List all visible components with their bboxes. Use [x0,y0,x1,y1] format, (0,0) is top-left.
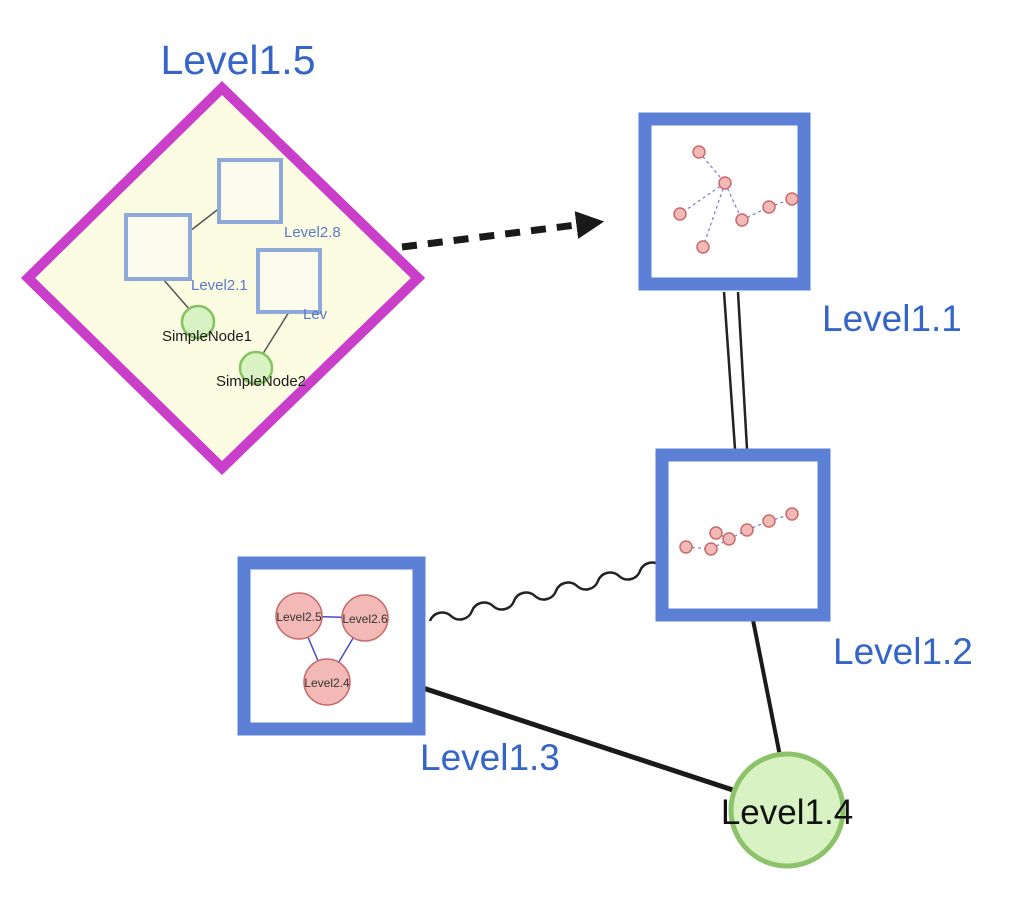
edge-level1-3-to-level1-2[interactable] [428,561,662,622]
node-level1-4-label: Level1.4 [721,793,853,832]
mini-node[interactable] [762,200,776,214]
triangle-edges [297,615,367,684]
node-level2-1[interactable] [124,213,192,281]
level1-5-subgraph: Level2.8 Level2.1 Lev SimpleNode1 Simple… [124,158,341,390]
node-level2-6[interactable] [341,594,389,642]
mini-node[interactable] [696,240,710,254]
node-level1-5[interactable] [20,81,426,475]
node-level1-1-label: Level1.1 [822,298,962,339]
mini-node[interactable] [718,176,732,190]
mini-node[interactable] [735,213,749,227]
edge-level1-3-to-level1-4[interactable] [422,685,743,796]
mini-node[interactable] [679,540,693,554]
node-level2-8[interactable] [217,158,283,224]
node-level1-4[interactable] [728,751,846,869]
mini-node[interactable] [722,532,736,546]
node-simplenode2-label: SimpleNode2 [216,373,306,390]
edge-level1-5-to-level1-1[interactable] [401,211,605,251]
node-level1-5-label: Level1.5 [160,37,315,83]
mini-edges [679,151,793,248]
node-level2-6-label: Level2.6 [342,612,388,626]
node-level2-4-label: Level2.4 [304,676,350,690]
node-level2-5[interactable] [275,592,323,640]
sub-edge-level2-1-to-level2-8[interactable] [189,206,222,232]
mini-node[interactable] [740,523,754,537]
node-simplenode1[interactable] [180,304,216,340]
node-simplenode2[interactable] [238,350,274,386]
node-level2-8-label: Level2.8 [284,224,341,241]
edge-level1-2-to-level1-4[interactable] [751,619,782,757]
mini-node[interactable] [785,507,799,521]
mini-node[interactable] [709,526,723,540]
mini-node[interactable] [785,192,799,206]
mini-node[interactable] [692,145,706,159]
sub-edge-simplenode2-to-lev[interactable] [258,311,290,361]
mini-edges [685,513,793,550]
mini-node[interactable] [704,542,718,556]
level1-3-subgraph: Level2.5 Level2.6 Level2.4 [275,592,389,706]
mini-node[interactable] [673,207,687,221]
mini-node[interactable] [762,514,776,528]
edge-level1-1-to-level1-2[interactable] [722,291,749,450]
node-level2-lev[interactable] [256,248,322,314]
level1-1-subgraph [673,145,799,254]
node-level2-1-label: Level2.1 [191,277,248,294]
node-level2-lev-label: Lev [303,306,328,323]
node-level1-2-label: Level1.2 [833,631,973,672]
node-level1-1[interactable] [638,112,811,291]
node-level2-5-label: Level2.5 [276,610,322,624]
node-level1-3-label: Level1.3 [420,737,560,778]
node-level2-4[interactable] [303,658,351,706]
node-simplenode1-label: SimpleNode1 [162,328,252,345]
level1-2-subgraph [679,507,799,556]
